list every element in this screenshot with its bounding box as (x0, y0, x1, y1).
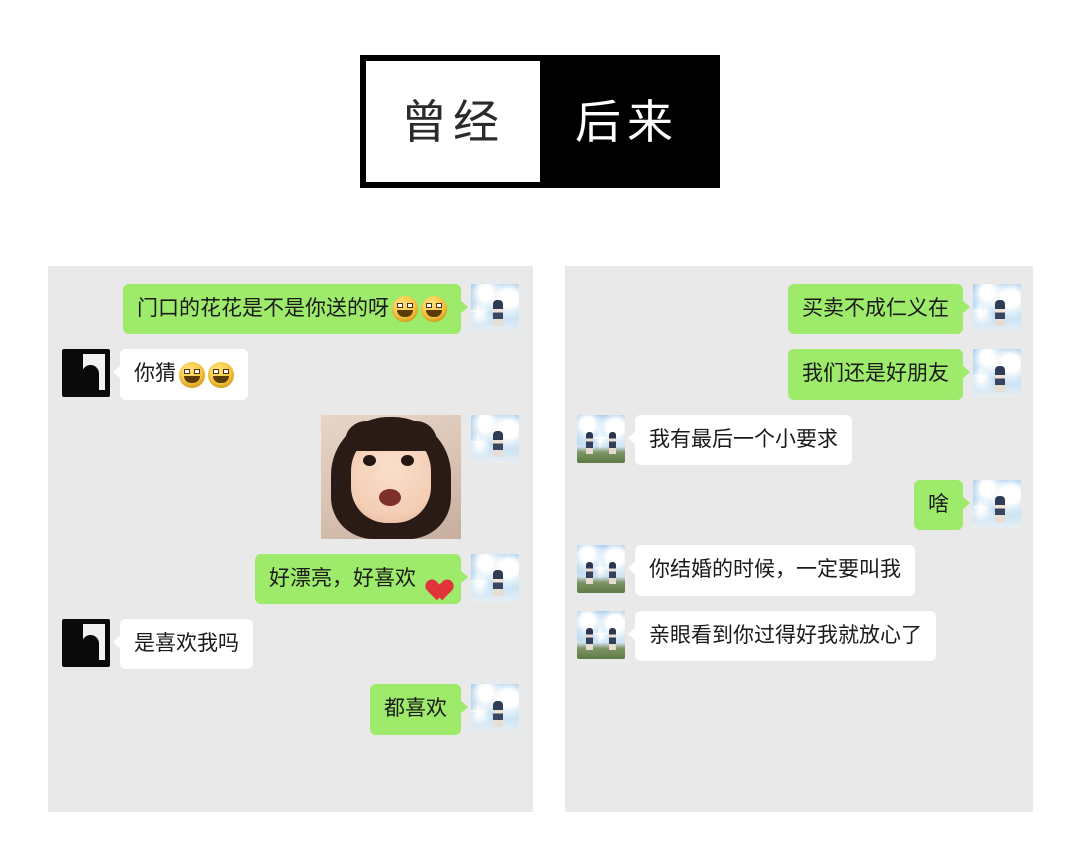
sky-girl-avatar[interactable] (973, 480, 1021, 529)
chat-panel-after: 买卖不成仁义在 我们还是好朋友 我有最后一个小要求 啥 (565, 266, 1033, 812)
outgoing-bubble[interactable]: 买卖不成仁义在 (788, 284, 970, 335)
incoming-bubble[interactable]: 亲眼看到你过得好我就放心了 (628, 610, 936, 662)
message-row: 啥 (577, 480, 1021, 531)
message-row: 我们还是好朋友 (577, 349, 1021, 400)
grin-emoji (179, 361, 205, 388)
little-girl-photo-sticker[interactable] (321, 414, 461, 539)
bubble-text: 啥 (928, 493, 949, 517)
message-row: 买卖不成仁义在 (577, 284, 1021, 335)
bubble-text: 买卖不成仁义在 (802, 297, 949, 320)
sky-girl-avatar[interactable] (471, 684, 519, 733)
chat-panel-before: 门口的花花是不是你送的呀 你猜 好漂亮 (48, 266, 533, 812)
outgoing-bubble[interactable]: 都喜欢 (370, 684, 468, 735)
bubble-text: 你猜 (134, 362, 176, 386)
incoming-bubble[interactable]: 你结婚的时候，一定要叫我 (628, 545, 915, 596)
message-row: 我有最后一个小要求 (577, 414, 1021, 466)
dark-silhouette-avatar[interactable] (62, 619, 110, 668)
bubble-text: 门口的花花是不是你送的呀 (137, 297, 389, 320)
grin-emoji (392, 296, 418, 323)
incoming-bubble[interactable]: 我有最后一个小要求 (628, 414, 852, 466)
sky-girl-avatar[interactable] (471, 414, 519, 463)
two-figures-field-avatar[interactable] (577, 610, 625, 659)
message-row: 门口的花花是不是你送的呀 (62, 284, 519, 335)
outgoing-bubble[interactable]: 好漂亮，好喜欢 (255, 553, 468, 605)
bubble-text: 好漂亮，好喜欢 (269, 566, 416, 590)
header-before-label: 曾经 (366, 61, 540, 182)
message-row (62, 414, 519, 539)
sky-girl-avatar[interactable] (973, 284, 1021, 332)
message-row: 亲眼看到你过得好我就放心了 (577, 610, 1021, 662)
two-figures-field-avatar[interactable] (577, 414, 625, 463)
message-row: 你猜 (62, 349, 519, 400)
outgoing-bubble[interactable]: 我们还是好朋友 (788, 349, 970, 400)
grin-emoji (421, 296, 447, 323)
bubble-text: 是喜欢我吗 (134, 632, 239, 656)
message-row: 好漂亮，好喜欢 (62, 553, 519, 605)
incoming-bubble[interactable]: 你猜 (113, 349, 248, 400)
chat-panels-container: 门口的花花是不是你送的呀 你猜 好漂亮 (48, 266, 1033, 812)
incoming-bubble[interactable]: 是喜欢我吗 (113, 619, 253, 670)
bubble-text: 我有最后一个小要求 (649, 427, 838, 451)
header-after-label: 后来 (540, 61, 714, 182)
sky-girl-avatar[interactable] (973, 349, 1021, 398)
bubble-text: 我们还是好朋友 (802, 362, 949, 386)
bubble-text: 都喜欢 (384, 697, 447, 721)
dark-silhouette-avatar[interactable] (62, 349, 110, 398)
sky-girl-avatar[interactable] (471, 553, 519, 602)
message-row: 你结婚的时候，一定要叫我 (577, 545, 1021, 596)
outgoing-bubble[interactable]: 门口的花花是不是你送的呀 (123, 284, 468, 335)
red-heart-emoji (419, 565, 447, 593)
header-banner: 曾经 后来 (360, 55, 720, 188)
sky-girl-avatar[interactable] (471, 284, 519, 332)
outgoing-bubble[interactable]: 啥 (914, 480, 970, 531)
message-row: 是喜欢我吗 (62, 619, 519, 670)
grin-emoji (208, 361, 234, 388)
message-row: 都喜欢 (62, 684, 519, 735)
two-figures-field-avatar[interactable] (577, 545, 625, 594)
bubble-text: 你结婚的时候，一定要叫我 (649, 558, 901, 582)
bubble-text: 亲眼看到你过得好我就放心了 (649, 623, 922, 647)
